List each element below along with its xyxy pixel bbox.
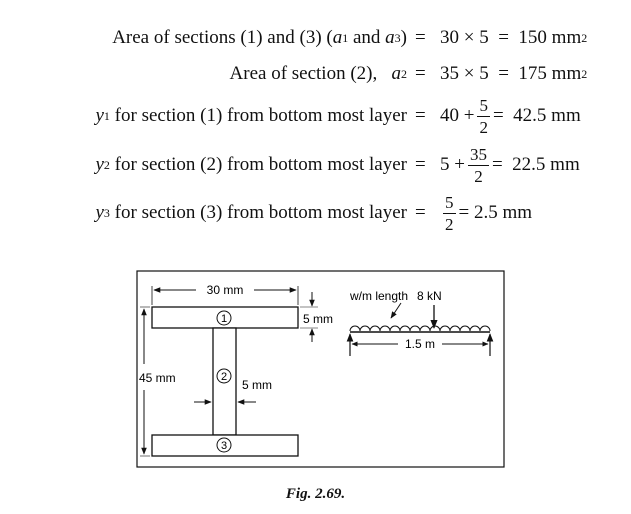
eq2-rhs-sup: 2 [581, 66, 588, 81]
eq5-var-y: y [95, 202, 104, 223]
figure-caption: Fig. 2.69. [285, 486, 346, 502]
eq4-rhs-pre: 5 + [440, 154, 465, 175]
eq2-sub-2: 2 [401, 66, 407, 81]
eq3-lhs-text: for section (1) from bottom most layer [109, 105, 407, 126]
eq5-equals: = [415, 202, 426, 223]
section-3-label: 3 [221, 440, 227, 452]
eq3-var-y: y [95, 105, 104, 126]
eq3-sub: 1 [103, 108, 110, 123]
eq1-rhs-sup: 2 [581, 30, 588, 45]
flange-thickness-label: 5 mm [303, 312, 333, 326]
section-3-marker [216, 437, 232, 453]
eq4-frac-den: 2 [474, 166, 483, 186]
eq5-lhs-text: for section (3) from bottom most layer [109, 202, 407, 223]
eq1-lhs-pre: Area of sections (1) and (3) ( [112, 27, 333, 48]
eq5-frac-den: 2 [445, 214, 454, 234]
eq4-var-y: y [95, 154, 104, 175]
section-1-label: 1 [221, 313, 227, 325]
beam-diagram: w/m length 8 kN 1.5 m [346, 289, 494, 356]
udl-label: w/m length [349, 289, 408, 303]
eq1-var-a3: a [385, 27, 395, 48]
udl-pointer [390, 302, 402, 319]
eq1-equals: = [415, 27, 426, 48]
figure-svg: 1 2 3 30 mm 5 mm 45 mm [136, 270, 505, 468]
web-thickness-label: 5 mm [242, 378, 272, 392]
eq5-frac-num: 5 [443, 192, 456, 214]
eq1-sub-1: 1 [342, 30, 349, 45]
section-2-marker [216, 368, 232, 384]
eq2-lhs-pre: Area of section (2), [229, 63, 392, 84]
eq2-equals: = [415, 63, 426, 84]
i-section: 1 2 3 30 mm 5 mm 45 mm [139, 283, 333, 457]
eq1-sub-3: 3 [394, 30, 401, 45]
width-label: 30 mm [207, 283, 244, 297]
eq4-rhs-post: = 22.5 mm [491, 154, 580, 175]
eq3-frac-num: 5 [477, 95, 490, 117]
figure-i-section-and-beam: 1 2 3 30 mm 5 mm 45 mm [136, 270, 505, 468]
eq4-lhs-text: for section (2) from bottom most layer [109, 154, 407, 175]
eq3-rhs-post: = 42.5 mm [492, 105, 581, 126]
eq4-frac-num: 35 [467, 144, 489, 166]
eq1-lhs-mid: and [348, 27, 386, 48]
eq4-sub: 2 [103, 157, 110, 172]
eq3-rhs-pre: 40 + [440, 105, 475, 126]
eq5-rhs-post: = 2.5 mm [458, 202, 533, 223]
eq1-var-a1: a [332, 27, 343, 48]
eq3-equals: = [415, 105, 426, 126]
figure-frame [136, 270, 505, 468]
span-label: 1.5 m [405, 337, 435, 351]
eq3-frac-den: 2 [479, 117, 488, 137]
udl-loops [349, 325, 491, 332]
eq1-lhs-post: ) [400, 27, 407, 48]
eq2-rhs: 35 × 5 = 175 mm [440, 63, 582, 84]
eq2-var-a2: a [391, 63, 402, 84]
eq1-rhs: 30 × 5 = 150 mm [440, 27, 582, 48]
depth-label: 45 mm [139, 371, 176, 385]
section-1-marker [216, 310, 232, 326]
section-2-label: 2 [221, 371, 227, 383]
eq5-sub: 3 [103, 205, 110, 220]
eq4-equals: = [415, 154, 426, 175]
point-load-label: 8 kN [417, 289, 442, 303]
